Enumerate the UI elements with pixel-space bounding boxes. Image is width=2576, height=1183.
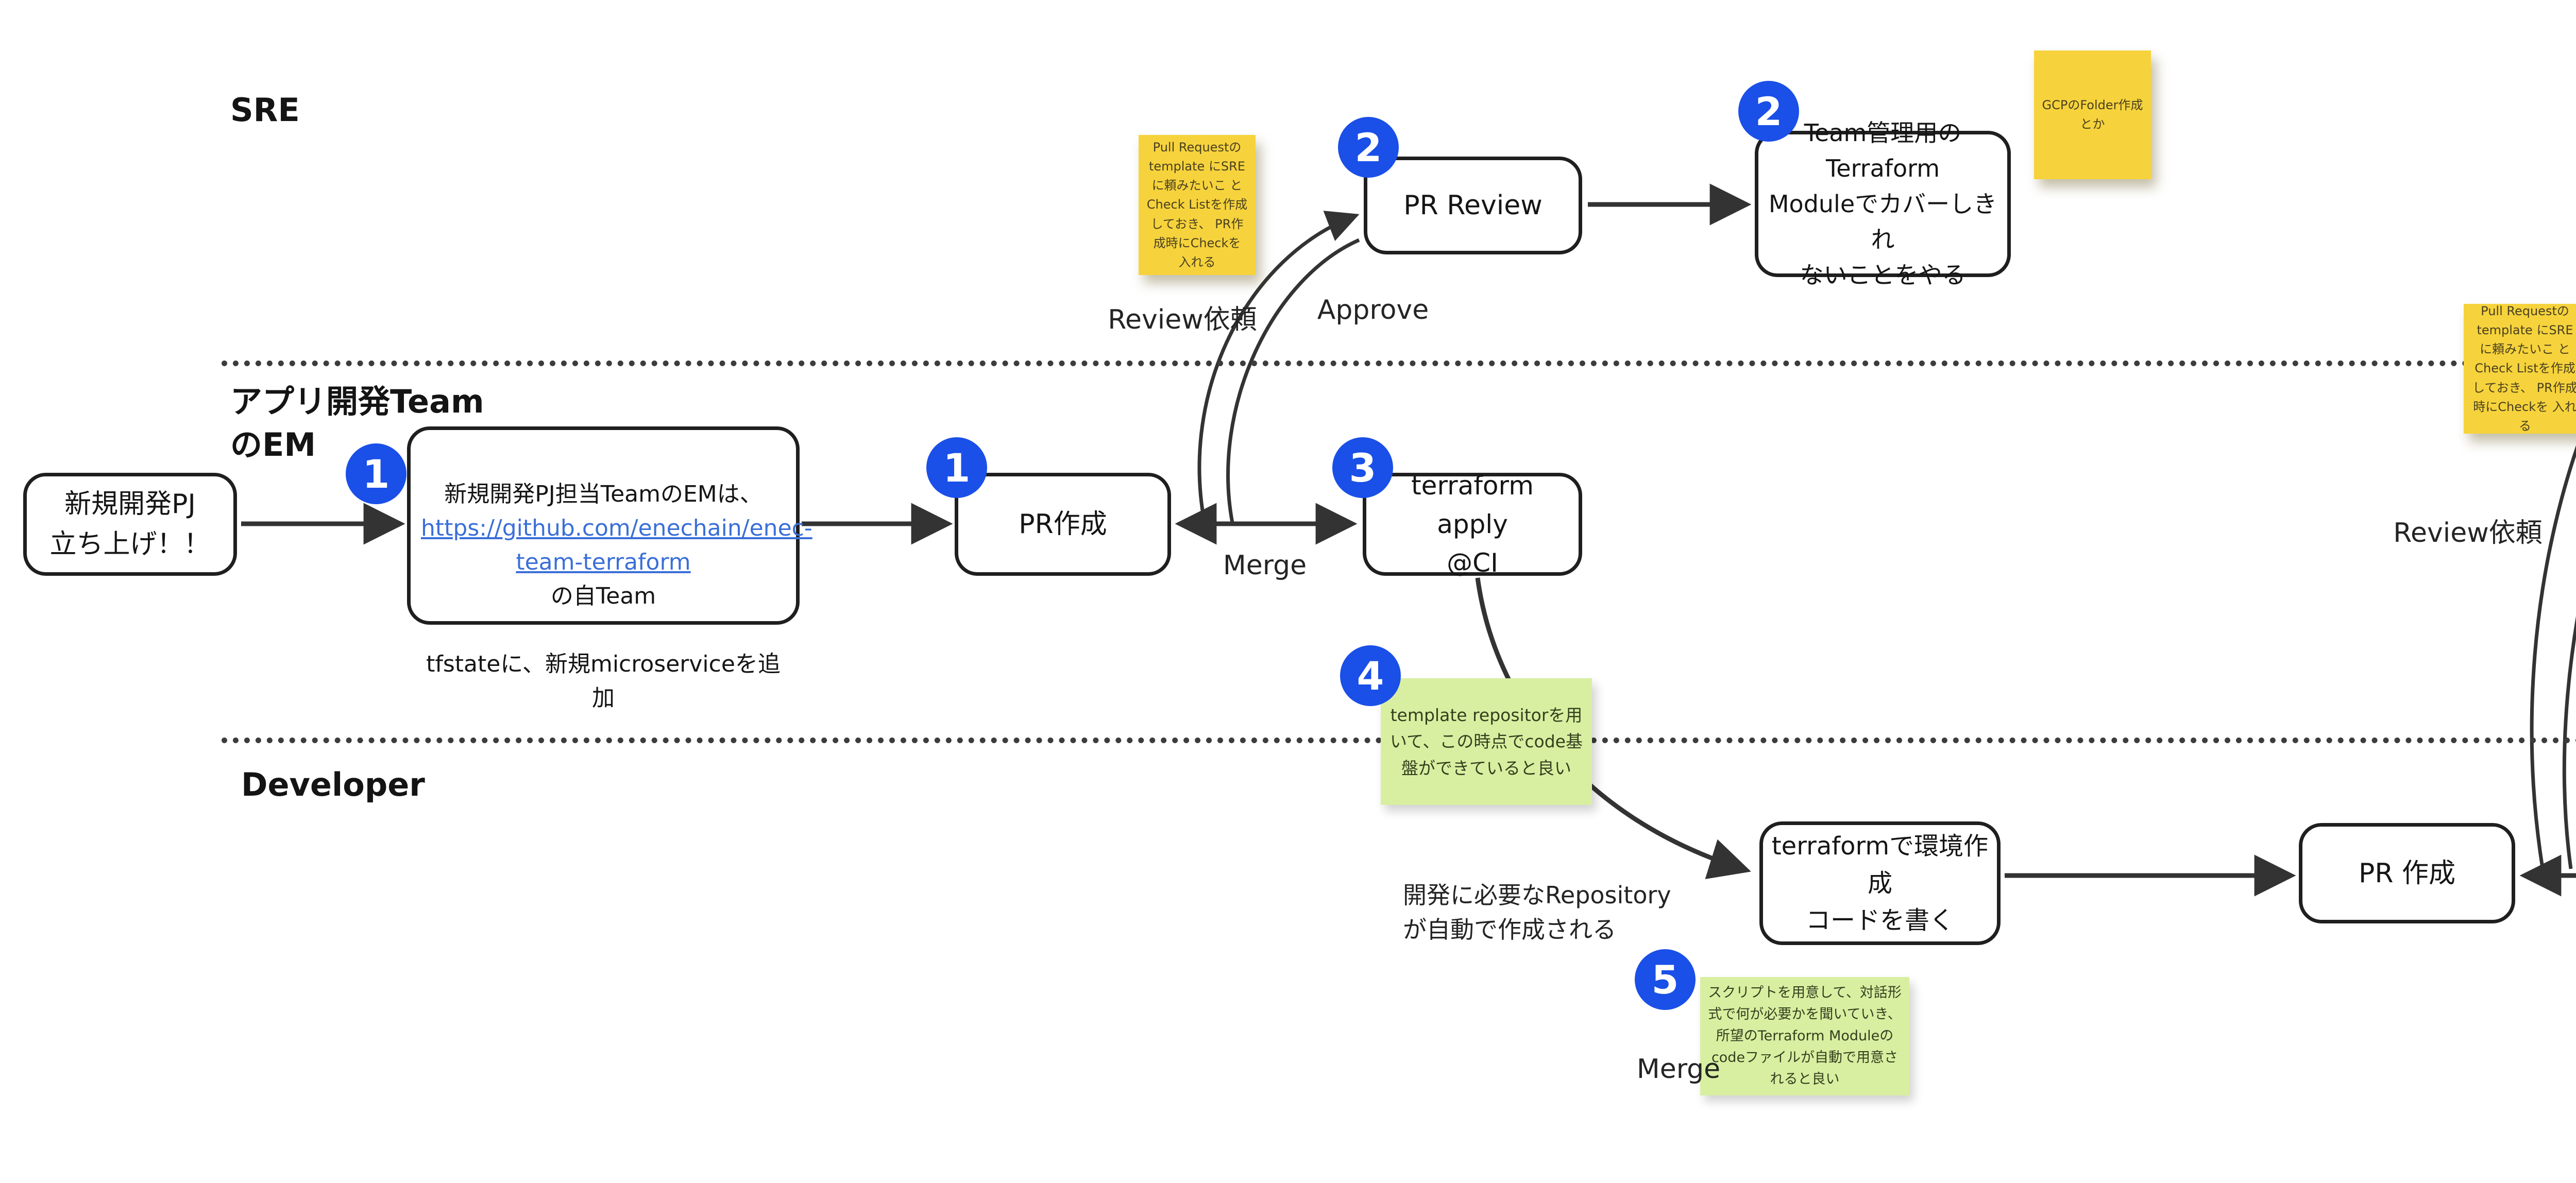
edge-label-approve-left: Approve [1317, 295, 1429, 325]
curve-review-request-right [2530, 445, 2576, 868]
em-box-text-tfstate: tfstateに、新規microserviceを追加 [426, 651, 781, 711]
em-box-text-before: 新規開発PJ担当TeamのEMは、 [444, 481, 762, 507]
em-box-text-team: の自Team [550, 583, 656, 609]
step-badge-3-terraform-apply[interactable]: 3 [1332, 437, 1393, 498]
step-badge-2-pr-review[interactable]: 2 [1338, 117, 1399, 178]
edge-label-merge-bottom: Merge [1636, 1054, 1721, 1085]
step-badge-1-pr-create[interactable]: 1 [926, 437, 987, 498]
lane-label-developer: Developer [241, 766, 425, 803]
sticky-gcp-folder[interactable]: GCPのFolder作成とか [2034, 50, 2151, 179]
lane-label-sre: SRE [230, 91, 300, 129]
sticky-pr-template-checklist-right[interactable]: Pull Requestのtemplate にSREに頼みたいこ とCheck … [2464, 304, 2576, 434]
step-badge-4-template-repo[interactable]: 4 [1340, 645, 1401, 706]
step-badge-5-script[interactable]: 5 [1635, 949, 1696, 1010]
sticky-interactive-script[interactable]: スクリプトを用意して、対話形式で何が必要かを聞いていき、所望のTerraform… [1700, 977, 1909, 1095]
node-terraform-apply-ci-left[interactable]: terraform apply @CI [1363, 471, 1582, 578]
label-auto-repo-created: 開発に必要なRepository が自動で作成される [1403, 881, 1671, 944]
step-badge-2-team-module[interactable]: 2 [1738, 81, 1799, 142]
edge-label-review-request-right: Review依頼 [2393, 518, 2543, 548]
curve-approve-right [2562, 616, 2576, 869]
node-pr-create-right[interactable]: PR 作成 [2299, 823, 2515, 923]
lane-label-app-team-em: アプリ開発Team のEM [230, 383, 484, 464]
step-badge-1-em-box[interactable]: 1 [346, 443, 406, 504]
node-em-add-microservice[interactable]: 新規開発PJ担当TeamのEMは、 https://github.com/enec… [407, 426, 812, 711]
edge-label-review-request-left: Review依頼 [1108, 304, 1257, 335]
curve-approve-left [1226, 238, 1360, 523]
node-team-module-gap-left[interactable]: Team管理用のTerraform Moduleでカバーしきれ ないことをやる [1755, 119, 2011, 289]
node-pr-create-left[interactable]: PR作成 [955, 473, 1171, 576]
node-pr-review-left[interactable]: PR Review [1364, 157, 1582, 254]
github-repo-link[interactable]: https://github.com/enechain/enec-team-te… [421, 515, 812, 575]
edge-label-merge-left: Merge [1223, 550, 1307, 581]
sticky-template-repository[interactable]: template repositorを用いて、この時点でcode基盤ができている… [1381, 678, 1592, 805]
node-new-pj-kickoff[interactable]: 新規開発PJ 立ち上げ！！ [23, 473, 237, 576]
node-write-env-code[interactable]: terraformで環境作成 コードを書く [1759, 821, 2001, 945]
lane-divider-sre-em [222, 361, 2576, 366]
curve-review-request-left [1197, 211, 1360, 523]
sticky-pr-template-checklist-left[interactable]: Pull Requestのtemplate にSREに頼みたいこ とCheck … [1139, 135, 1256, 275]
